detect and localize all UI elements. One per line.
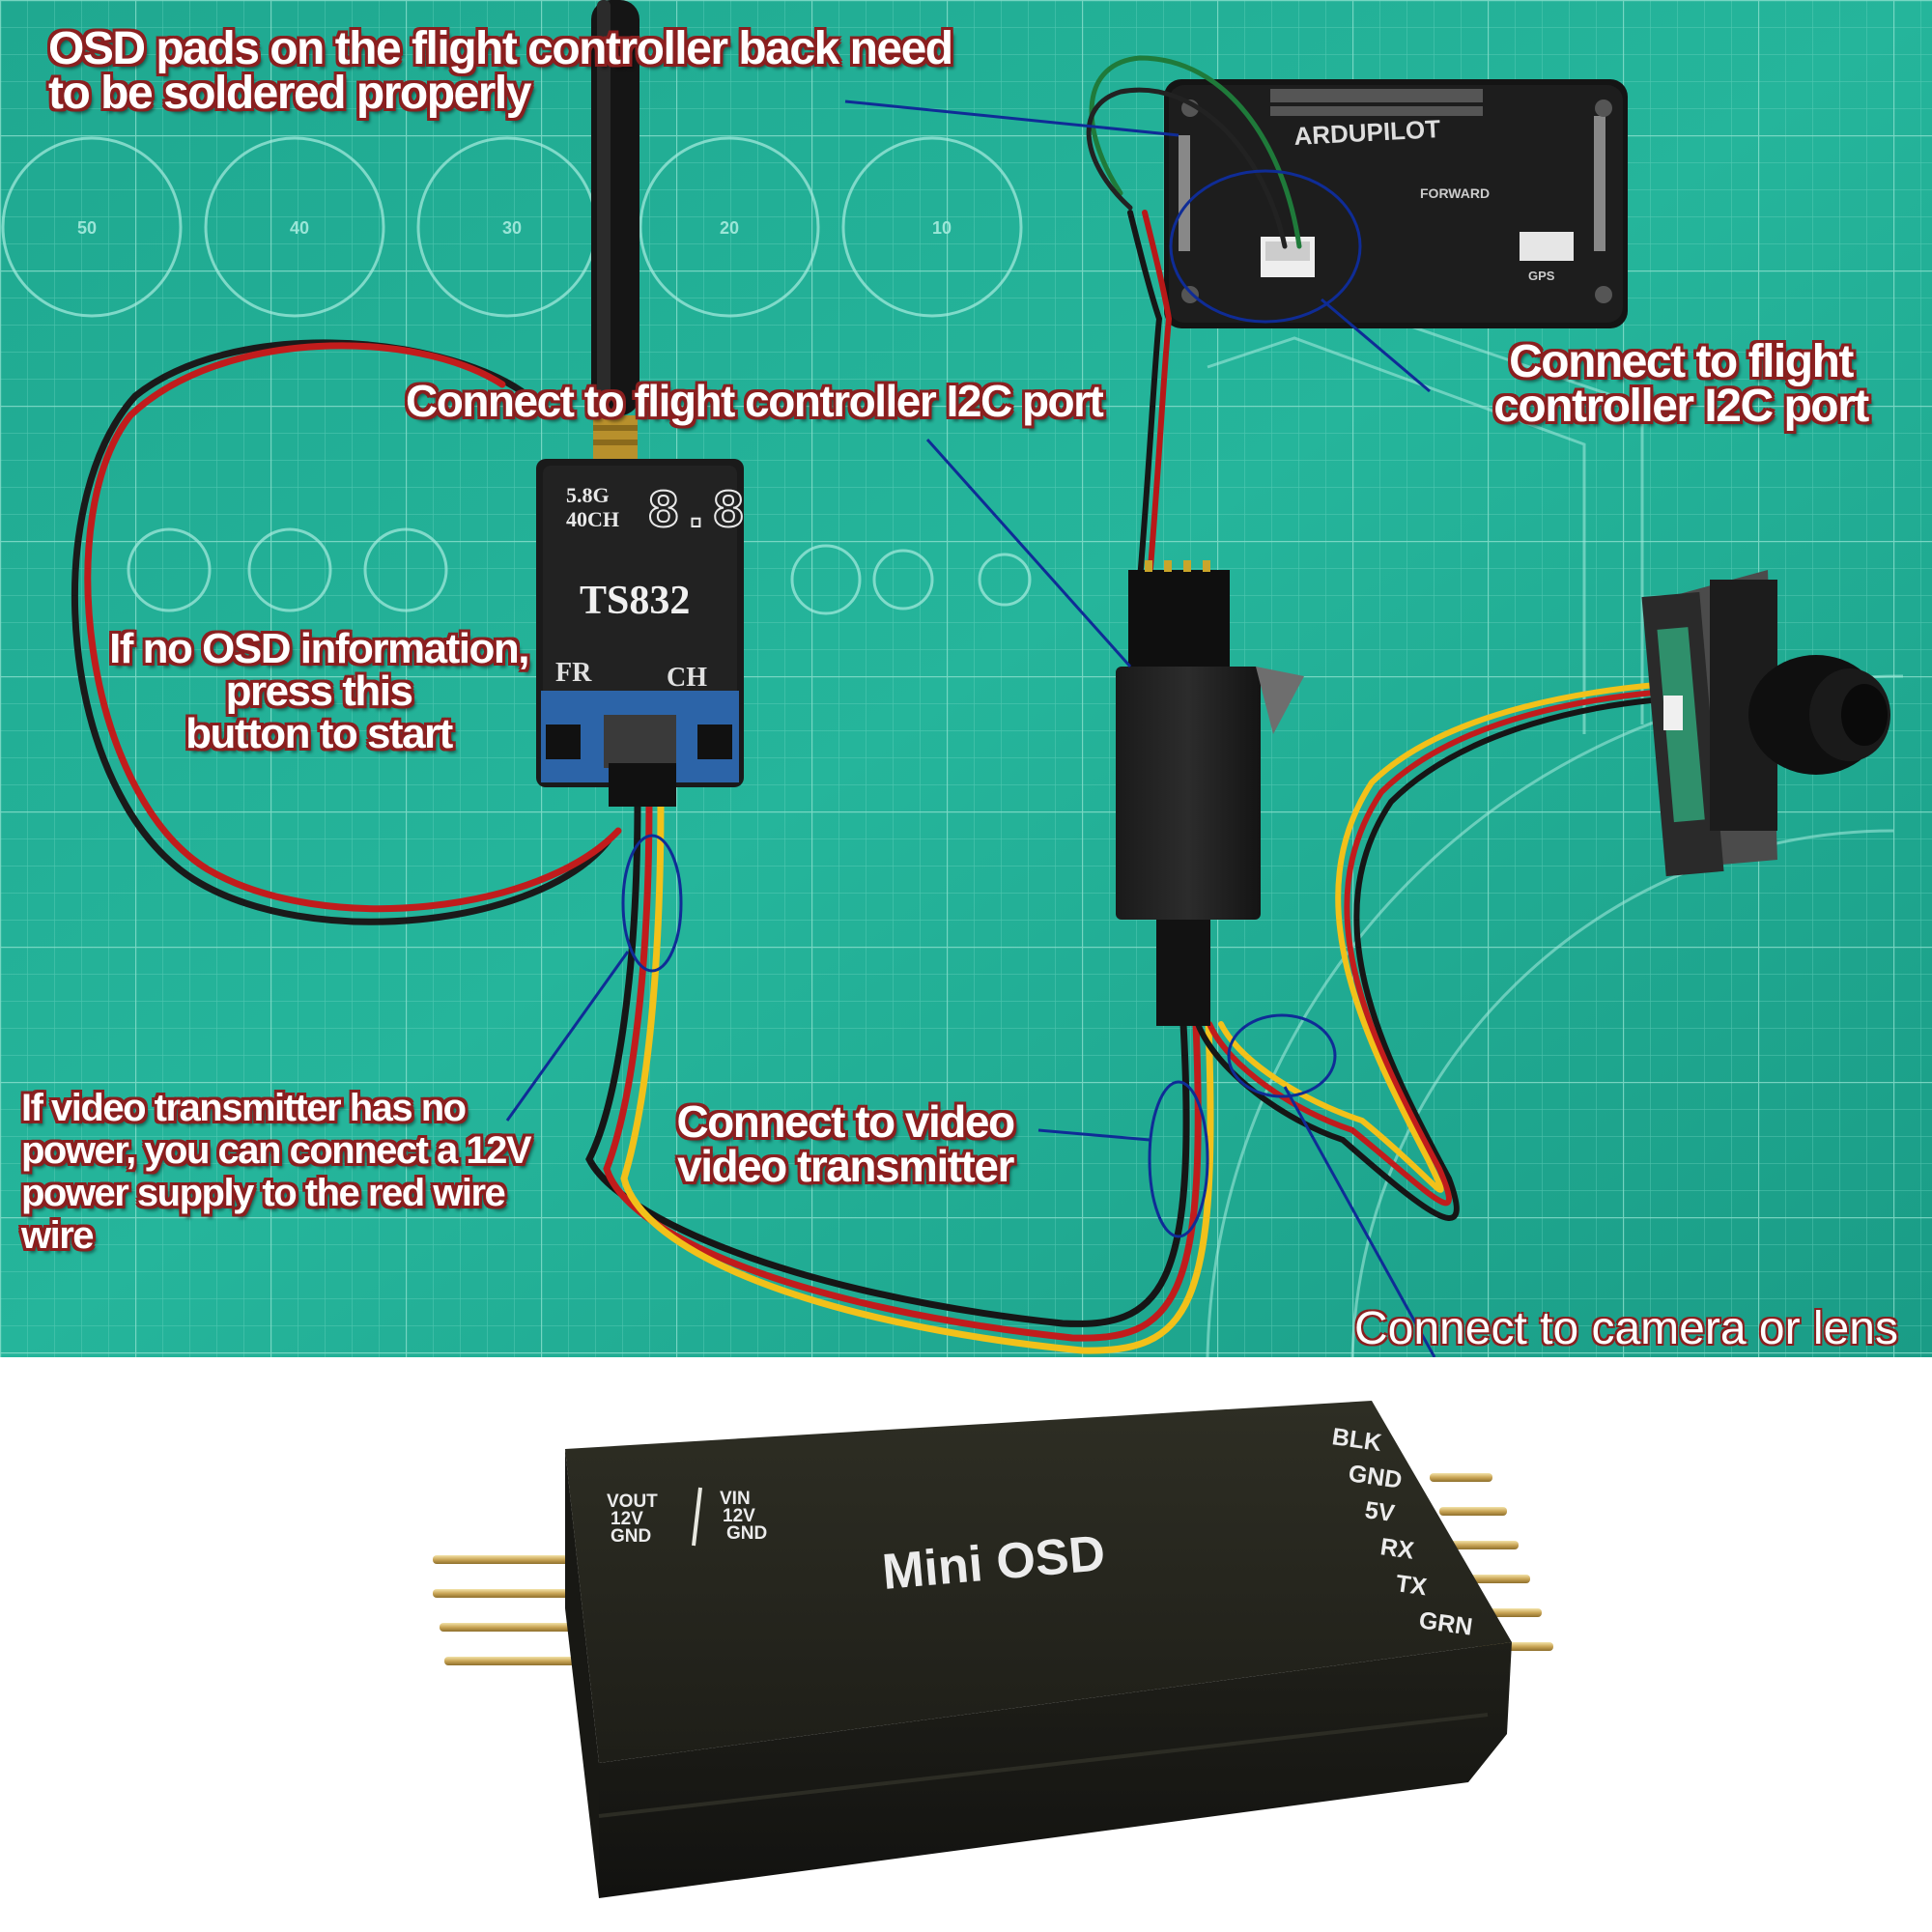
mat-numbers: 50 40 30 20 10 [77,218,952,238]
fc-gps-label: GPS [1528,269,1555,283]
caption-power-supply: If video transmitter has no power, you c… [21,1087,532,1257]
caption-i2c-right: Connect to flight controller I2C port [1493,336,1869,432]
vtx-ch-label: CH [667,663,707,693]
vtx-model: TS832 [580,579,690,623]
vtx-fr-button [546,724,581,759]
label-vin-gnd: GND [726,1523,767,1544]
label-vout-gnd: GND [611,1526,651,1547]
vtx-fr-label: FR [555,658,592,688]
pin-label-rx: RX [1378,1533,1416,1565]
svg-text:50: 50 [77,218,97,238]
caption-camera: Connect to camera or lens [1354,1303,1898,1354]
label-vin: VIN [720,1489,751,1509]
mat-circles [1,136,1032,615]
video-transmitter: 5.8G 40CH 8.8 TS832 FR CH [536,459,746,807]
osd-module-top [1116,560,1304,1026]
caption-osd-pads: OSD pads on the flight controller back n… [48,23,953,119]
wiring-photo: 50 40 30 20 10 ARDUPILOT [0,0,1932,1357]
left-header-pins [433,1555,575,1665]
label-vin-12v: 12V [723,1506,755,1526]
fc-forward-label: FORWARD [1420,185,1490,201]
label-vout-12v: 12V [611,1509,643,1529]
pin-label-tx: TX [1394,1570,1429,1601]
vtx-band-label: 5.8G [566,483,610,507]
pin-label-5v: 5V [1363,1496,1397,1527]
wiring-scene: 50 40 30 20 10 ARDUPILOT [0,0,1932,1357]
svg-text:20: 20 [720,218,739,238]
svg-text:40: 40 [290,218,309,238]
caption-i2c-left: Connect to flight controller I2C port [406,376,1104,426]
annotation-marks [505,99,1436,1357]
camera [1641,570,1890,877]
flight-controller: ARDUPILOT FORWARD GPS [1164,79,1628,328]
caption-video-transmitter: Connect to video video transmitter [676,1096,1015,1191]
svg-text:10: 10 [932,218,952,238]
label-vout: VOUT [607,1492,658,1512]
caption-press-button: If no OSD information, press this button… [109,625,529,757]
mini-osd-product-photo: VOUT 12V GND VIN 12V GND Mini OSD BLK GN… [0,1357,1932,1932]
vtx-display: 8.8 [647,481,745,543]
vtx-ch-button [697,724,732,759]
svg-text:30: 30 [502,218,522,238]
fc-gps-port [1520,232,1574,261]
vtx-channels-label: 40CH [566,507,619,531]
mini-osd-board: VOUT 12V GND VIN 12V GND Mini OSD BLK GN… [433,1401,1553,1898]
antenna [591,0,639,459]
